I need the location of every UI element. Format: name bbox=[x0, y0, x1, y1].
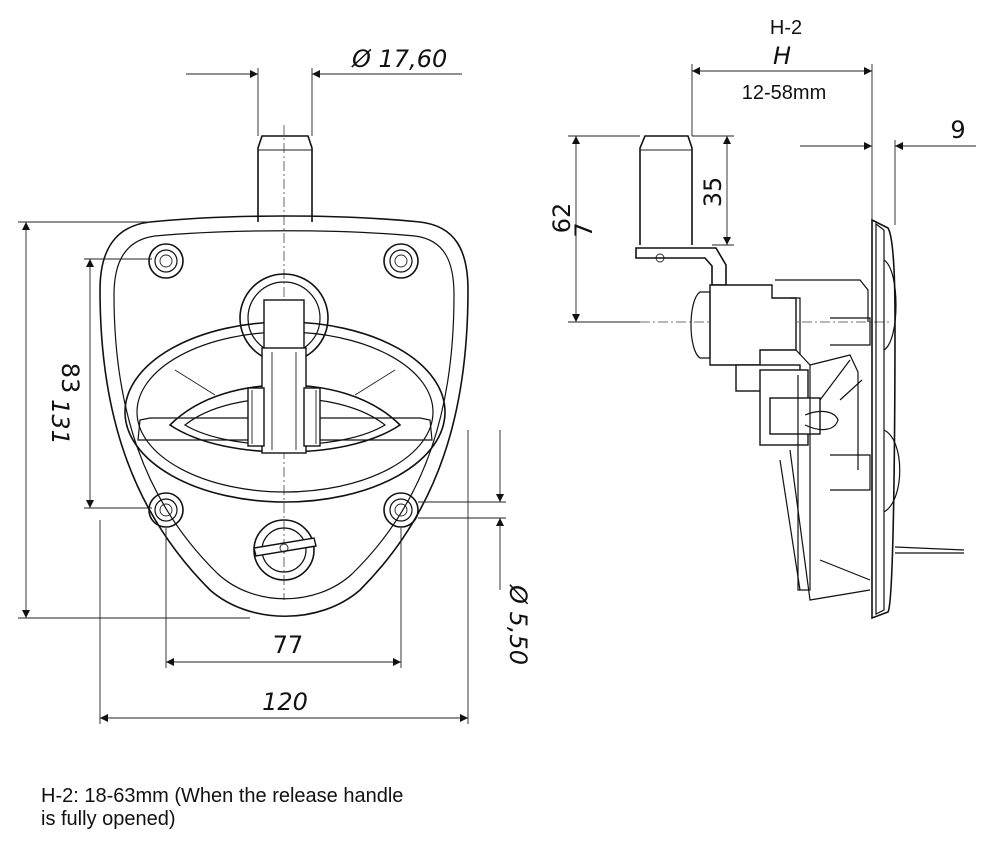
outer-plate bbox=[99, 215, 469, 618]
dim-35: 35 bbox=[692, 135, 734, 246]
dim-9-text: 9 bbox=[950, 116, 965, 144]
dim-77-text: 77 bbox=[273, 631, 304, 659]
footnote-line-2: is fully opened) bbox=[41, 808, 176, 830]
footnote: H-2: 18-63mm (When the release handle is… bbox=[41, 785, 501, 831]
dim-62: 62 7 bbox=[548, 135, 640, 323]
dim-hole-pitch-horizontal: 77 bbox=[165, 528, 402, 668]
dim-7-text: 7 bbox=[570, 222, 598, 237]
side-lock-body bbox=[690, 279, 871, 601]
dim-hole-diameter: Ø 5,50 bbox=[418, 430, 532, 665]
mounting-hole-bottom-right bbox=[383, 492, 419, 528]
dim-h: H 12-58mm bbox=[691, 42, 873, 220]
center-lock bbox=[239, 273, 329, 454]
dim-hole-pitch-vertical: 83 bbox=[56, 258, 152, 509]
footnote-line-1: H-2: 18-63mm (When the release handle bbox=[41, 785, 404, 807]
dim-height-131: 131 bbox=[18, 221, 250, 619]
side-flange bbox=[871, 218, 965, 620]
dim-width-120: 120 bbox=[99, 430, 469, 724]
inner-plate bbox=[113, 230, 455, 600]
mounting-hole-bottom-left bbox=[148, 492, 184, 528]
bottom-key-lock bbox=[253, 519, 317, 581]
label-h2: H-2 bbox=[770, 17, 802, 39]
dim-hole-diameter-text: Ø 5,50 bbox=[504, 584, 532, 665]
dim-131-text: 131 bbox=[46, 399, 74, 445]
front-view: Ø 17,60 131 83 77 120 bbox=[18, 45, 532, 724]
side-view: H-2 H 12-58mm 9 62 7 bbox=[548, 17, 976, 620]
dim-120-text: 120 bbox=[262, 688, 308, 716]
dim-range-text: 12-58mm bbox=[742, 82, 826, 104]
dim-h-text: H bbox=[773, 42, 791, 70]
dim-pin-diameter: Ø 17,60 bbox=[186, 45, 462, 136]
dim-35-text: 35 bbox=[699, 177, 727, 208]
mounting-hole-top-right bbox=[383, 243, 419, 279]
top-pin bbox=[257, 135, 313, 222]
side-pin bbox=[635, 135, 727, 286]
dim-9: 9 bbox=[800, 116, 976, 225]
dim-pin-diameter-text: Ø 17,60 bbox=[351, 45, 447, 73]
dim-83-text: 83 bbox=[56, 363, 84, 394]
dim-62-text: 62 bbox=[548, 203, 576, 234]
mounting-hole-top-left bbox=[148, 243, 184, 279]
